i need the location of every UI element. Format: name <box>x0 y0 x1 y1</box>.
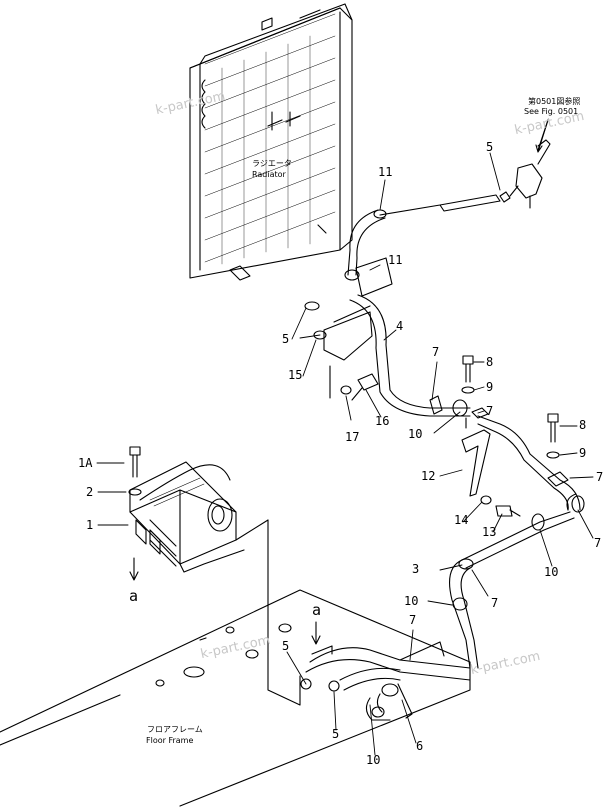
callout-14: 14 <box>454 513 469 527</box>
leader-lines <box>96 152 594 756</box>
callout-5-floor-a: 5 <box>282 639 290 653</box>
washer-2 <box>128 488 142 496</box>
washer-17 <box>340 385 352 395</box>
washer-9-top <box>461 386 475 394</box>
callout-7-d: 7 <box>594 536 602 550</box>
pipe-lower <box>461 511 571 561</box>
bracket-12 <box>461 429 491 497</box>
callout-10-d: 10 <box>366 753 381 767</box>
callout-5-floor-b: 5 <box>332 727 340 741</box>
callout-9-top: 9 <box>486 380 494 394</box>
callout-7-e: 7 <box>491 596 499 610</box>
callout-12: 12 <box>421 469 436 483</box>
floor-frame-label-jp: フロアフレーム <box>147 725 203 734</box>
callout-2: 2 <box>86 485 94 499</box>
radiator-label-jp: ラジエータ <box>252 159 292 168</box>
callout-7-f: 7 <box>409 613 417 627</box>
bolt-13 <box>495 505 521 517</box>
floor-frame <box>0 589 471 807</box>
callout-6: 6 <box>416 739 424 753</box>
see-fig-label-jp: 第0501図参照 <box>528 97 581 106</box>
see-fig-label-en: See Fig. 0501 <box>524 107 579 116</box>
floor-frame-label-en: Floor Frame <box>146 736 194 745</box>
bolt-8-right <box>547 413 559 443</box>
bolt-1A <box>129 446 141 478</box>
pipe-3 <box>449 559 471 669</box>
callout-17: 17 <box>345 430 360 444</box>
bolt-8-top <box>462 355 474 383</box>
callout-a-heater: a <box>129 587 139 605</box>
callout-5-valve: 5 <box>486 140 494 154</box>
callout-7-c: 7 <box>596 470 604 484</box>
pipe-4 <box>357 294 471 409</box>
callout-16: 16 <box>375 414 390 428</box>
callout-15: 15 <box>288 368 303 382</box>
callout-5-radiator: 5 <box>282 332 290 346</box>
heater-unit <box>129 461 269 573</box>
callout-a-floor: a <box>312 601 322 619</box>
callout-7-a: 7 <box>432 345 440 359</box>
callout-7-b: 7 <box>486 404 494 418</box>
callout-13: 13 <box>482 525 497 539</box>
callout-3: 3 <box>412 562 420 576</box>
callout-9-right: 9 <box>579 446 587 460</box>
upper-hose <box>379 194 501 216</box>
callout-10-c: 10 <box>404 594 419 608</box>
callout-1: 1 <box>86 518 94 532</box>
washer-9-right <box>546 451 560 459</box>
callout-10-b: 10 <box>544 565 559 579</box>
callout-8-top: 8 <box>486 355 494 369</box>
callout-1A: 1A <box>78 456 93 470</box>
callout-11-top: 11 <box>378 165 393 179</box>
bolt-16 <box>351 373 379 401</box>
callout-11-mid: 11 <box>388 253 403 267</box>
pipe-right <box>477 415 581 511</box>
radiator-label-en: Radiator <box>252 170 286 179</box>
radiator <box>189 3 353 281</box>
clamp-plate-15 <box>323 311 373 361</box>
callout-4: 4 <box>396 319 404 333</box>
callout-10-a: 10 <box>408 427 423 441</box>
callout-8-right: 8 <box>579 418 587 432</box>
hose-11 <box>347 209 379 276</box>
washer-14 <box>480 495 492 505</box>
